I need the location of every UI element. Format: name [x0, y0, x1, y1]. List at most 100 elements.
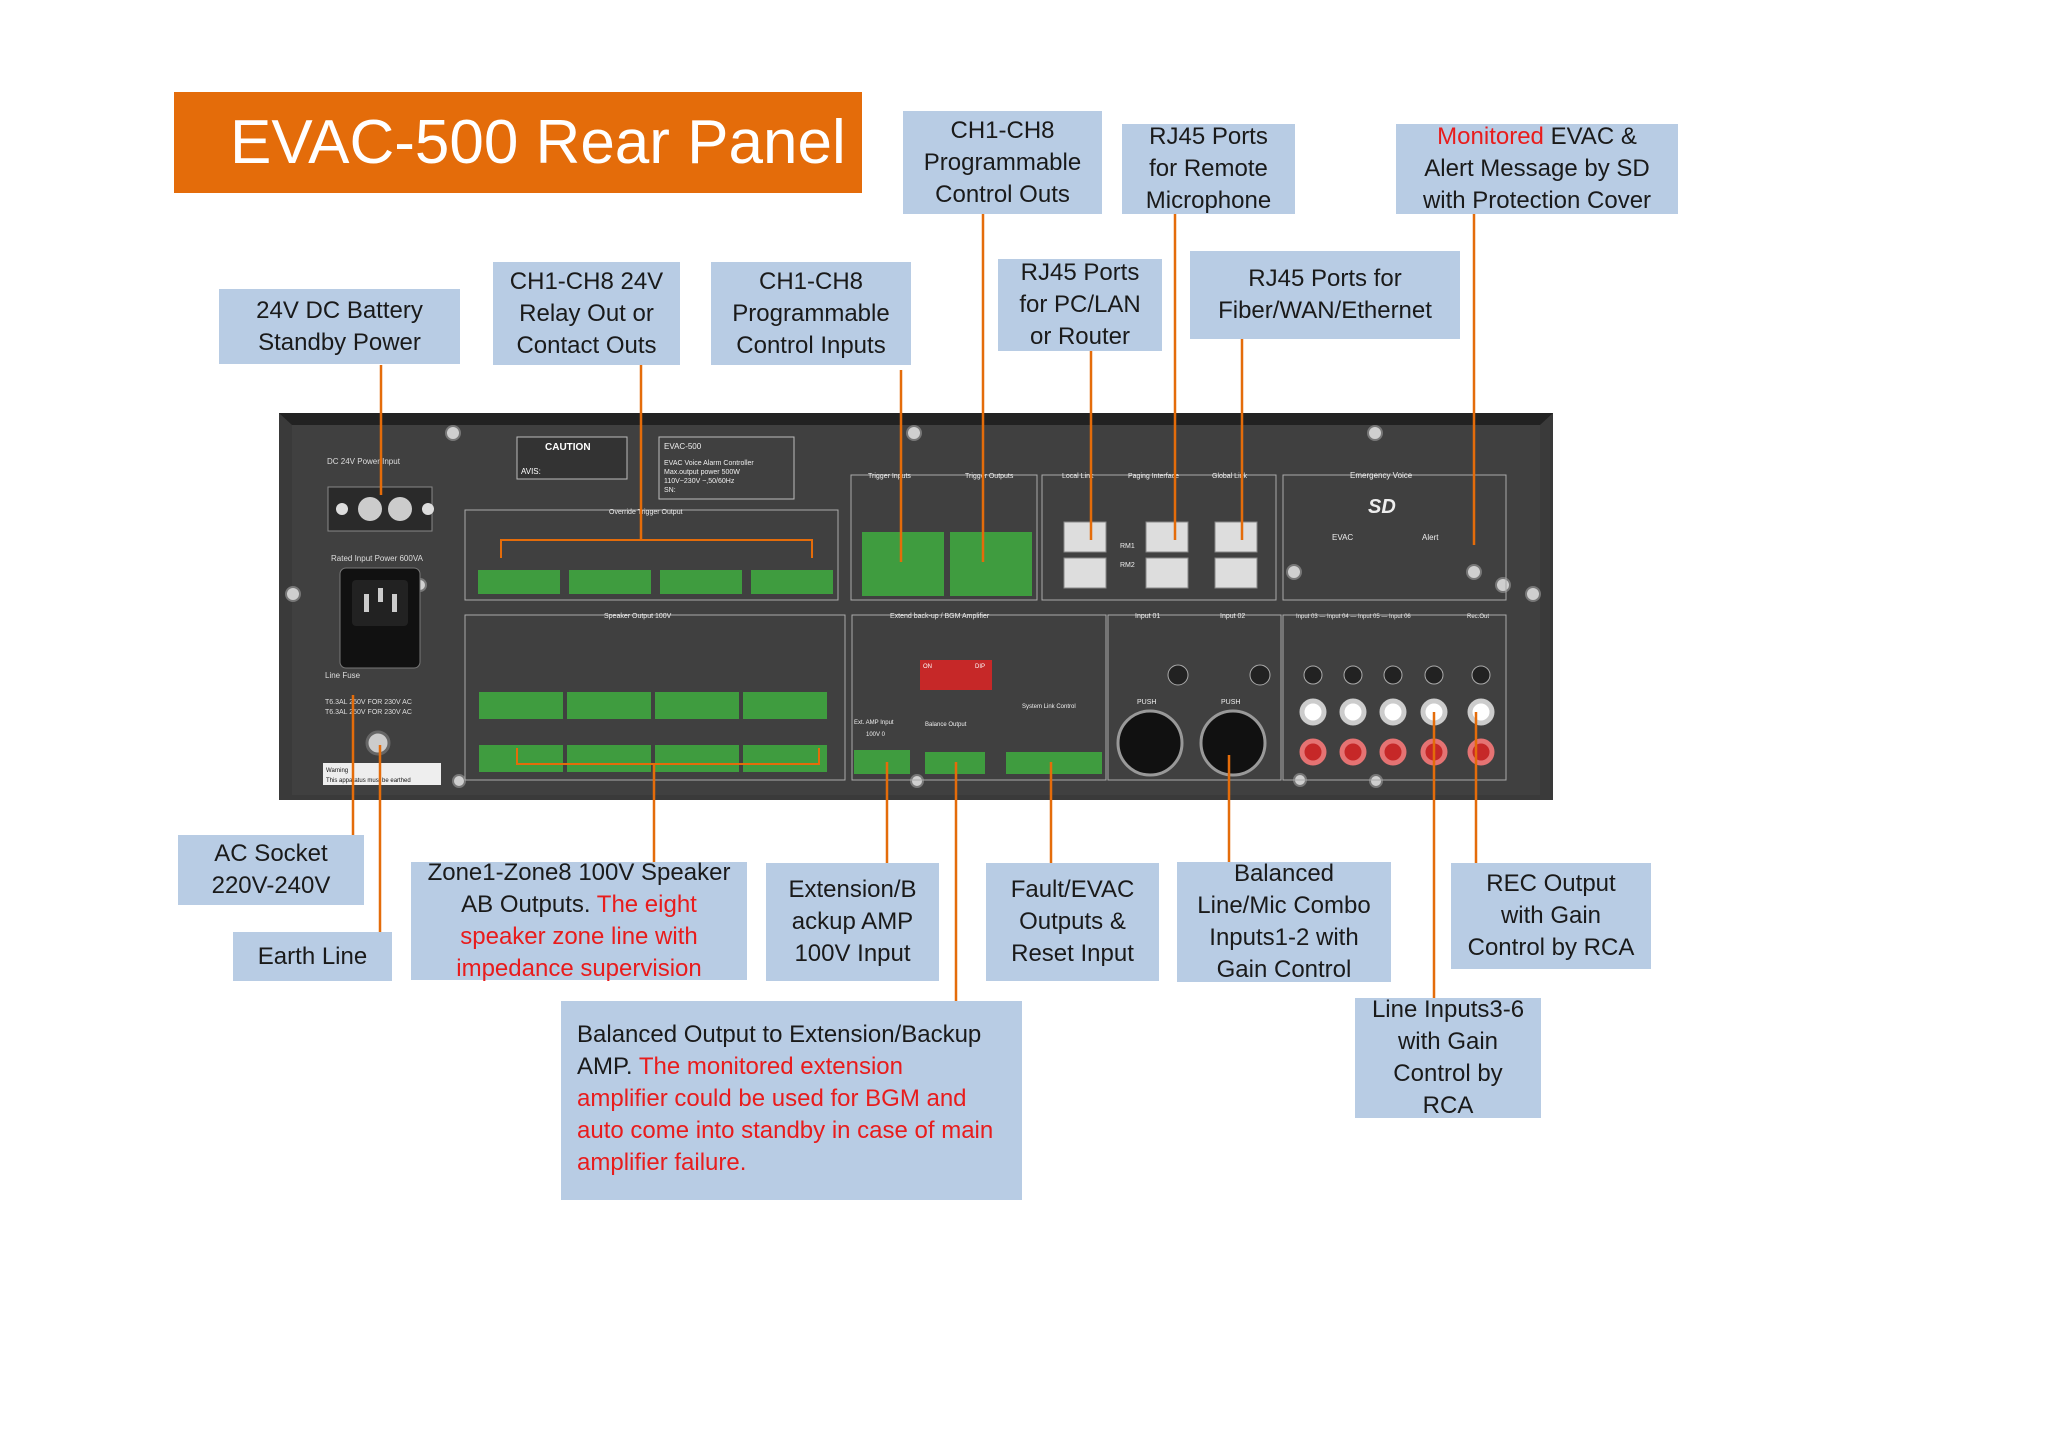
dc-terminal-plus — [358, 497, 382, 521]
callout-text: for PC/LAN — [1019, 291, 1141, 318]
callout-text: Fiber/WAN/Ethernet — [1218, 297, 1432, 324]
system-link-label: System Link Control — [1022, 704, 1076, 710]
highlight-text: speaker zone line with — [460, 923, 698, 950]
callout-relay: CH1-CH8 24V Relay Out or Contact Outs — [493, 262, 680, 365]
global-link-label: Global Link — [1212, 473, 1248, 480]
page-title: EVAC-500 Rear Panel — [174, 92, 862, 193]
callout-text: RJ45 Ports — [1020, 259, 1140, 286]
callout-text: Balanced Output to Extension/Backup — [577, 1021, 982, 1048]
callout-text: Standby Power — [258, 328, 421, 356]
inputs36-label: Input 03 — Input 04 — Input 05 — Input 0… — [1296, 614, 1411, 620]
model-text: EVAC-500 — [664, 442, 702, 451]
callout-text: 220V-240V — [211, 872, 331, 899]
callout-text: Contact Outs — [516, 331, 657, 359]
callout-text: Alert Message by SD — [1424, 155, 1650, 182]
emergency-voice-group — [1282, 474, 1507, 601]
speaker-output-label: Speaker Output 100V — [604, 613, 672, 620]
rec-out-label: Rec.Out — [1467, 614, 1489, 620]
avis-text: AVIS: — [521, 467, 541, 476]
callout-text: AB Outputs. The eight — [417, 889, 741, 921]
input02-label: Input 02 — [1220, 613, 1245, 620]
callout-text: AMP. The monitored extension — [577, 1051, 1014, 1083]
callout-zone: Zone1-Zone8 100V Speaker AB Outputs. The… — [411, 859, 747, 982]
network-group — [1041, 474, 1277, 601]
callout-text: Inputs1-2 with — [1209, 924, 1359, 951]
callout-text: Line/Mic Combo — [1197, 892, 1371, 919]
override-group — [464, 509, 839, 601]
dip-switch — [920, 660, 992, 690]
callout-text: or Router — [1029, 323, 1131, 350]
callout-text: Microphone — [1145, 187, 1272, 214]
trigger-inputs-label: Trigger Inputs — [868, 473, 911, 480]
callout-text: 100V Input — [794, 940, 911, 967]
dc-screw-right — [422, 503, 434, 515]
callout-earth: Earth Line — [233, 932, 392, 981]
highlight-text: auto come into standby in case of main — [577, 1117, 994, 1144]
callout-text: AC Socket — [214, 840, 328, 867]
callout-text: Control Inputs — [736, 331, 886, 359]
caution-text: CAUTION — [545, 442, 591, 453]
highlight-text: Monitored — [1437, 123, 1544, 150]
ac-pin — [392, 594, 397, 612]
callout-text: CH1-CH8 24V — [509, 267, 664, 295]
highlight-text: impedance supervision — [456, 955, 702, 982]
dc-terminal-minus — [388, 497, 412, 521]
extend-label: Extend back-up / BGM Amplifier — [890, 613, 990, 620]
spec-text: Max.output power 500W — [664, 469, 740, 476]
ext-amp-terminal — [854, 750, 910, 774]
ext-amp-voltage: 100V 0 — [866, 732, 886, 738]
callout-text: Zone1-Zone8 100V Speaker — [427, 859, 731, 886]
highlight-text: amplifier could be used for BGM and — [577, 1085, 967, 1112]
ac-socket — [339, 567, 421, 669]
relay-terminals — [478, 570, 833, 594]
callout-text: for Remote — [1149, 155, 1268, 182]
callout-text: Programmable — [732, 299, 890, 327]
trigger-group — [850, 474, 1038, 601]
callout-rec: REC Output with Gain Control by RCA — [1451, 863, 1651, 969]
ac-pin — [364, 594, 369, 612]
model-label — [658, 436, 795, 500]
callout-text: Programmable — [923, 148, 1082, 176]
callout-text: Extension/B — [788, 876, 917, 903]
gain-knob — [1249, 664, 1271, 686]
speaker-bracket-line — [516, 748, 820, 765]
spec-text: EVAC Voice Alarm Controller — [664, 460, 754, 467]
callout-prog-inputs: CH1-CH8 Programmable Control Inputs — [711, 262, 911, 365]
input12-group — [1107, 614, 1282, 781]
rca-jacks — [1299, 698, 1495, 766]
callout-text: RCA — [1422, 1092, 1474, 1119]
dip-label: DIP — [975, 664, 985, 670]
evac-label: EVAC — [1332, 533, 1353, 542]
callout-rj45-mic: RJ45 Ports for Remote Microphone — [1122, 123, 1295, 214]
earthed-text: This apparatus must be earthed — [326, 778, 411, 784]
callout-text: ackup AMP — [791, 908, 914, 935]
alert-label: Alert — [1422, 533, 1439, 542]
spec-text: SN: — [664, 487, 676, 494]
zone-bracket-line — [500, 539, 813, 558]
highlight-text: The eight — [596, 891, 697, 918]
rm2-label: RM2 — [1120, 562, 1135, 569]
callout-monitored: Monitored EVAC & Alert Message by SD wit… — [1396, 123, 1678, 214]
callout-text: Reset Input — [1011, 940, 1134, 967]
fuse-text: T6.3AL 250V FOR 230V AC — [325, 699, 412, 706]
callout-text: Control by RCA — [1467, 934, 1635, 961]
caution-label — [516, 436, 628, 480]
rated-power-label: Rated Input Power 600VA — [331, 554, 424, 563]
callout-extension: Extension/B ackup AMP 100V Input — [766, 863, 939, 981]
callout-text: Fault/EVAC — [1010, 876, 1135, 903]
callout-battery: 24V DC Battery Standby Power — [219, 289, 460, 364]
xlr-combo-input-1 — [1116, 709, 1184, 777]
push-label: PUSH — [1221, 699, 1240, 706]
callout-text: Outputs & — [1019, 908, 1126, 935]
trigger-input-terminals — [862, 532, 944, 596]
line-fuse-label: Line Fuse — [325, 671, 361, 680]
callout-text: 24V DC Battery — [256, 296, 423, 324]
callout-text: EVAC & — [1543, 123, 1637, 150]
rj45-ports — [1063, 521, 1258, 589]
system-link-terminal — [1006, 752, 1102, 774]
callout-prog-outs: CH1-CH8 Programmable Control Outs — [903, 111, 1102, 214]
callout-text: AB Outputs. — [461, 891, 597, 918]
callout-balanced: Balanced Line/Mic Combo Inputs1-2 with G… — [1177, 860, 1391, 983]
callout-ac-socket: AC Socket 220V-240V — [178, 835, 364, 905]
